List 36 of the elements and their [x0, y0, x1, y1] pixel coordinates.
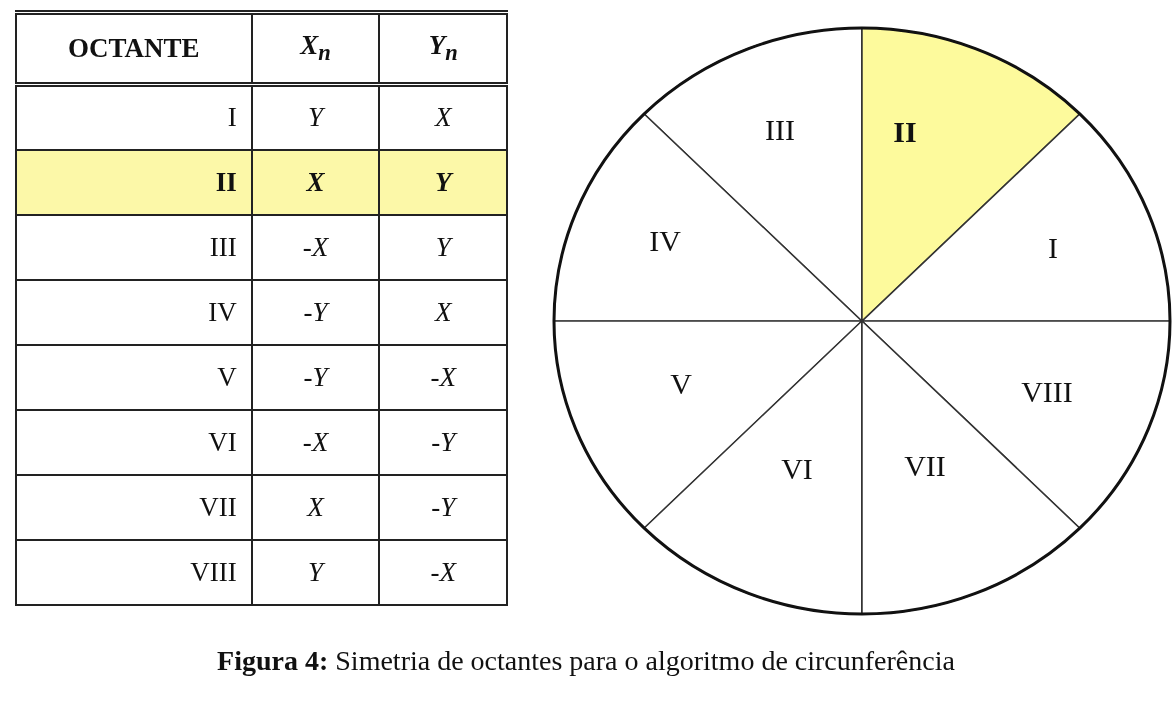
table-cell: -X: [251, 214, 380, 280]
header-cell: Y$_{n}$: [379, 12, 507, 85]
table-cell: X: [251, 149, 380, 215]
table-cell: Y: [251, 84, 380, 150]
table-cell: X: [251, 474, 380, 540]
octant-label: I: [1048, 231, 1058, 265]
figure-caption: Figura 4: Simetria de octantes para o algoritmo de circunferência: [216, 645, 956, 677]
table-cell: -X: [251, 409, 380, 475]
table-cell: IV: [16, 279, 252, 345]
table-cell: -X: [379, 539, 507, 605]
table-cell: -Y: [379, 474, 507, 540]
table-cell: VIII: [16, 539, 252, 605]
table-cell: -Y: [379, 409, 507, 475]
table-cell: X: [379, 84, 507, 150]
table-cell: Y: [379, 214, 507, 280]
table-cell: III: [16, 214, 252, 280]
octant-label: IV: [649, 224, 681, 258]
table-cell: I: [16, 84, 252, 150]
table-cell: -X: [379, 344, 507, 410]
table-cell: Y: [379, 149, 507, 215]
octant-label: VIII: [1021, 375, 1073, 409]
table-cell: V: [16, 344, 252, 410]
header-cell: X$_{n}$: [251, 12, 380, 85]
table-cell: Y: [251, 539, 380, 605]
header-cell: OCTANTE: [16, 12, 252, 85]
octant-label: VI: [781, 452, 813, 486]
octant-label: V: [670, 367, 692, 401]
octant-label: II: [893, 115, 917, 149]
octant-label: VII: [904, 449, 946, 483]
table-cell: -Y: [251, 344, 380, 410]
table-cell: -Y: [251, 279, 380, 345]
table-cell: VII: [16, 474, 252, 540]
octant-label: III: [765, 113, 795, 147]
table-cell: X: [379, 279, 507, 345]
table-cell: II: [16, 149, 252, 215]
table-cell: VI: [16, 409, 252, 475]
